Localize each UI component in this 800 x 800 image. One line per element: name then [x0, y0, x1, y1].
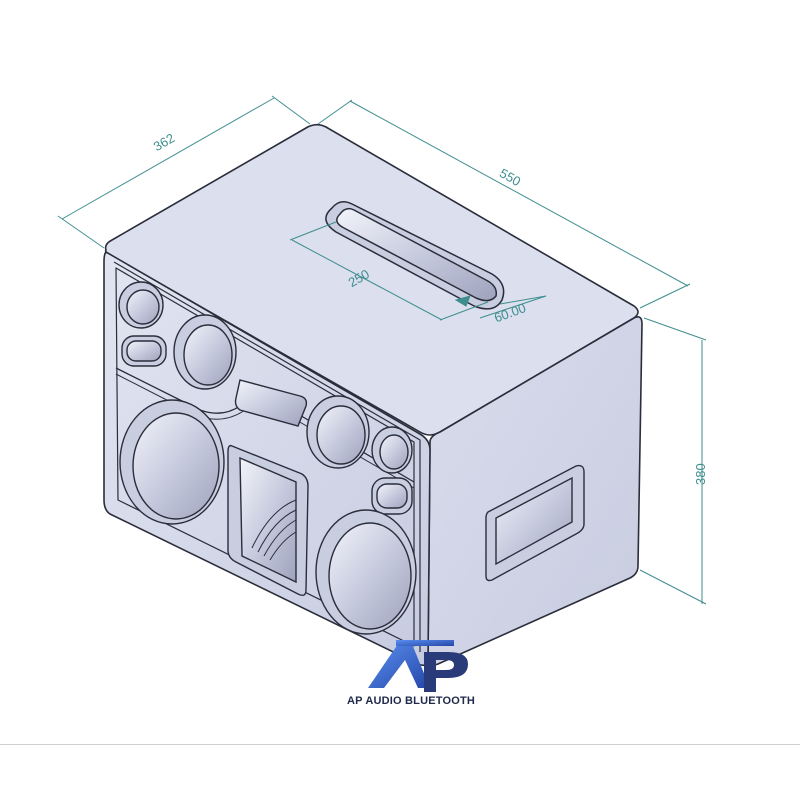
port-left-upper-hole — [126, 340, 162, 362]
dim-slot-line — [291, 239, 443, 321]
bottom-divider — [0, 744, 800, 745]
display-window — [234, 379, 308, 427]
center-port-flare — [251, 499, 297, 561]
dim-depth-line — [61, 97, 275, 220]
tweeter-left-hole — [126, 289, 160, 325]
logo-bar — [396, 640, 454, 646]
dimension-lines — [57, 95, 707, 605]
woofer-left-hole — [132, 412, 220, 520]
dim-slotw-ext — [499, 295, 547, 305]
logo-p-mark — [424, 652, 468, 692]
logo-a-mark — [368, 644, 430, 688]
port-right-hole — [376, 483, 408, 509]
dim-height-label: 380 — [693, 463, 708, 485]
ap-logo — [368, 640, 468, 692]
side-handle — [485, 464, 585, 582]
midrange-right-hole — [316, 405, 366, 465]
dim-height-ext-1 — [643, 317, 707, 341]
side-handle-inner — [495, 476, 573, 566]
logo-caption: AP AUDIO BLUETOOTH — [347, 695, 476, 707]
dim-depth-label: 362 — [151, 130, 177, 154]
front-openings — [118, 281, 417, 635]
midrange-left-hole — [183, 324, 233, 386]
dim-depth-ext-2 — [271, 95, 311, 125]
dim-slot-ext-2 — [439, 301, 489, 321]
tweeter-right-hole — [379, 434, 409, 470]
dim-depth-ext-1 — [57, 215, 105, 249]
dim-length-ext-1 — [317, 99, 353, 125]
dim-slotw-arrow — [454, 295, 471, 307]
top-handle-slot — [325, 201, 505, 310]
dim-slot-ext-1 — [289, 221, 337, 241]
slot-inner — [336, 207, 498, 302]
center-port-inner — [239, 456, 297, 584]
dim-height-ext-2 — [639, 569, 707, 605]
dim-length-line — [349, 100, 689, 287]
dim-length-ext-2 — [639, 283, 691, 309]
dim-length-label: 550 — [497, 165, 523, 189]
woofer-right-hole — [328, 522, 412, 630]
dim-slotw-line — [479, 295, 547, 319]
